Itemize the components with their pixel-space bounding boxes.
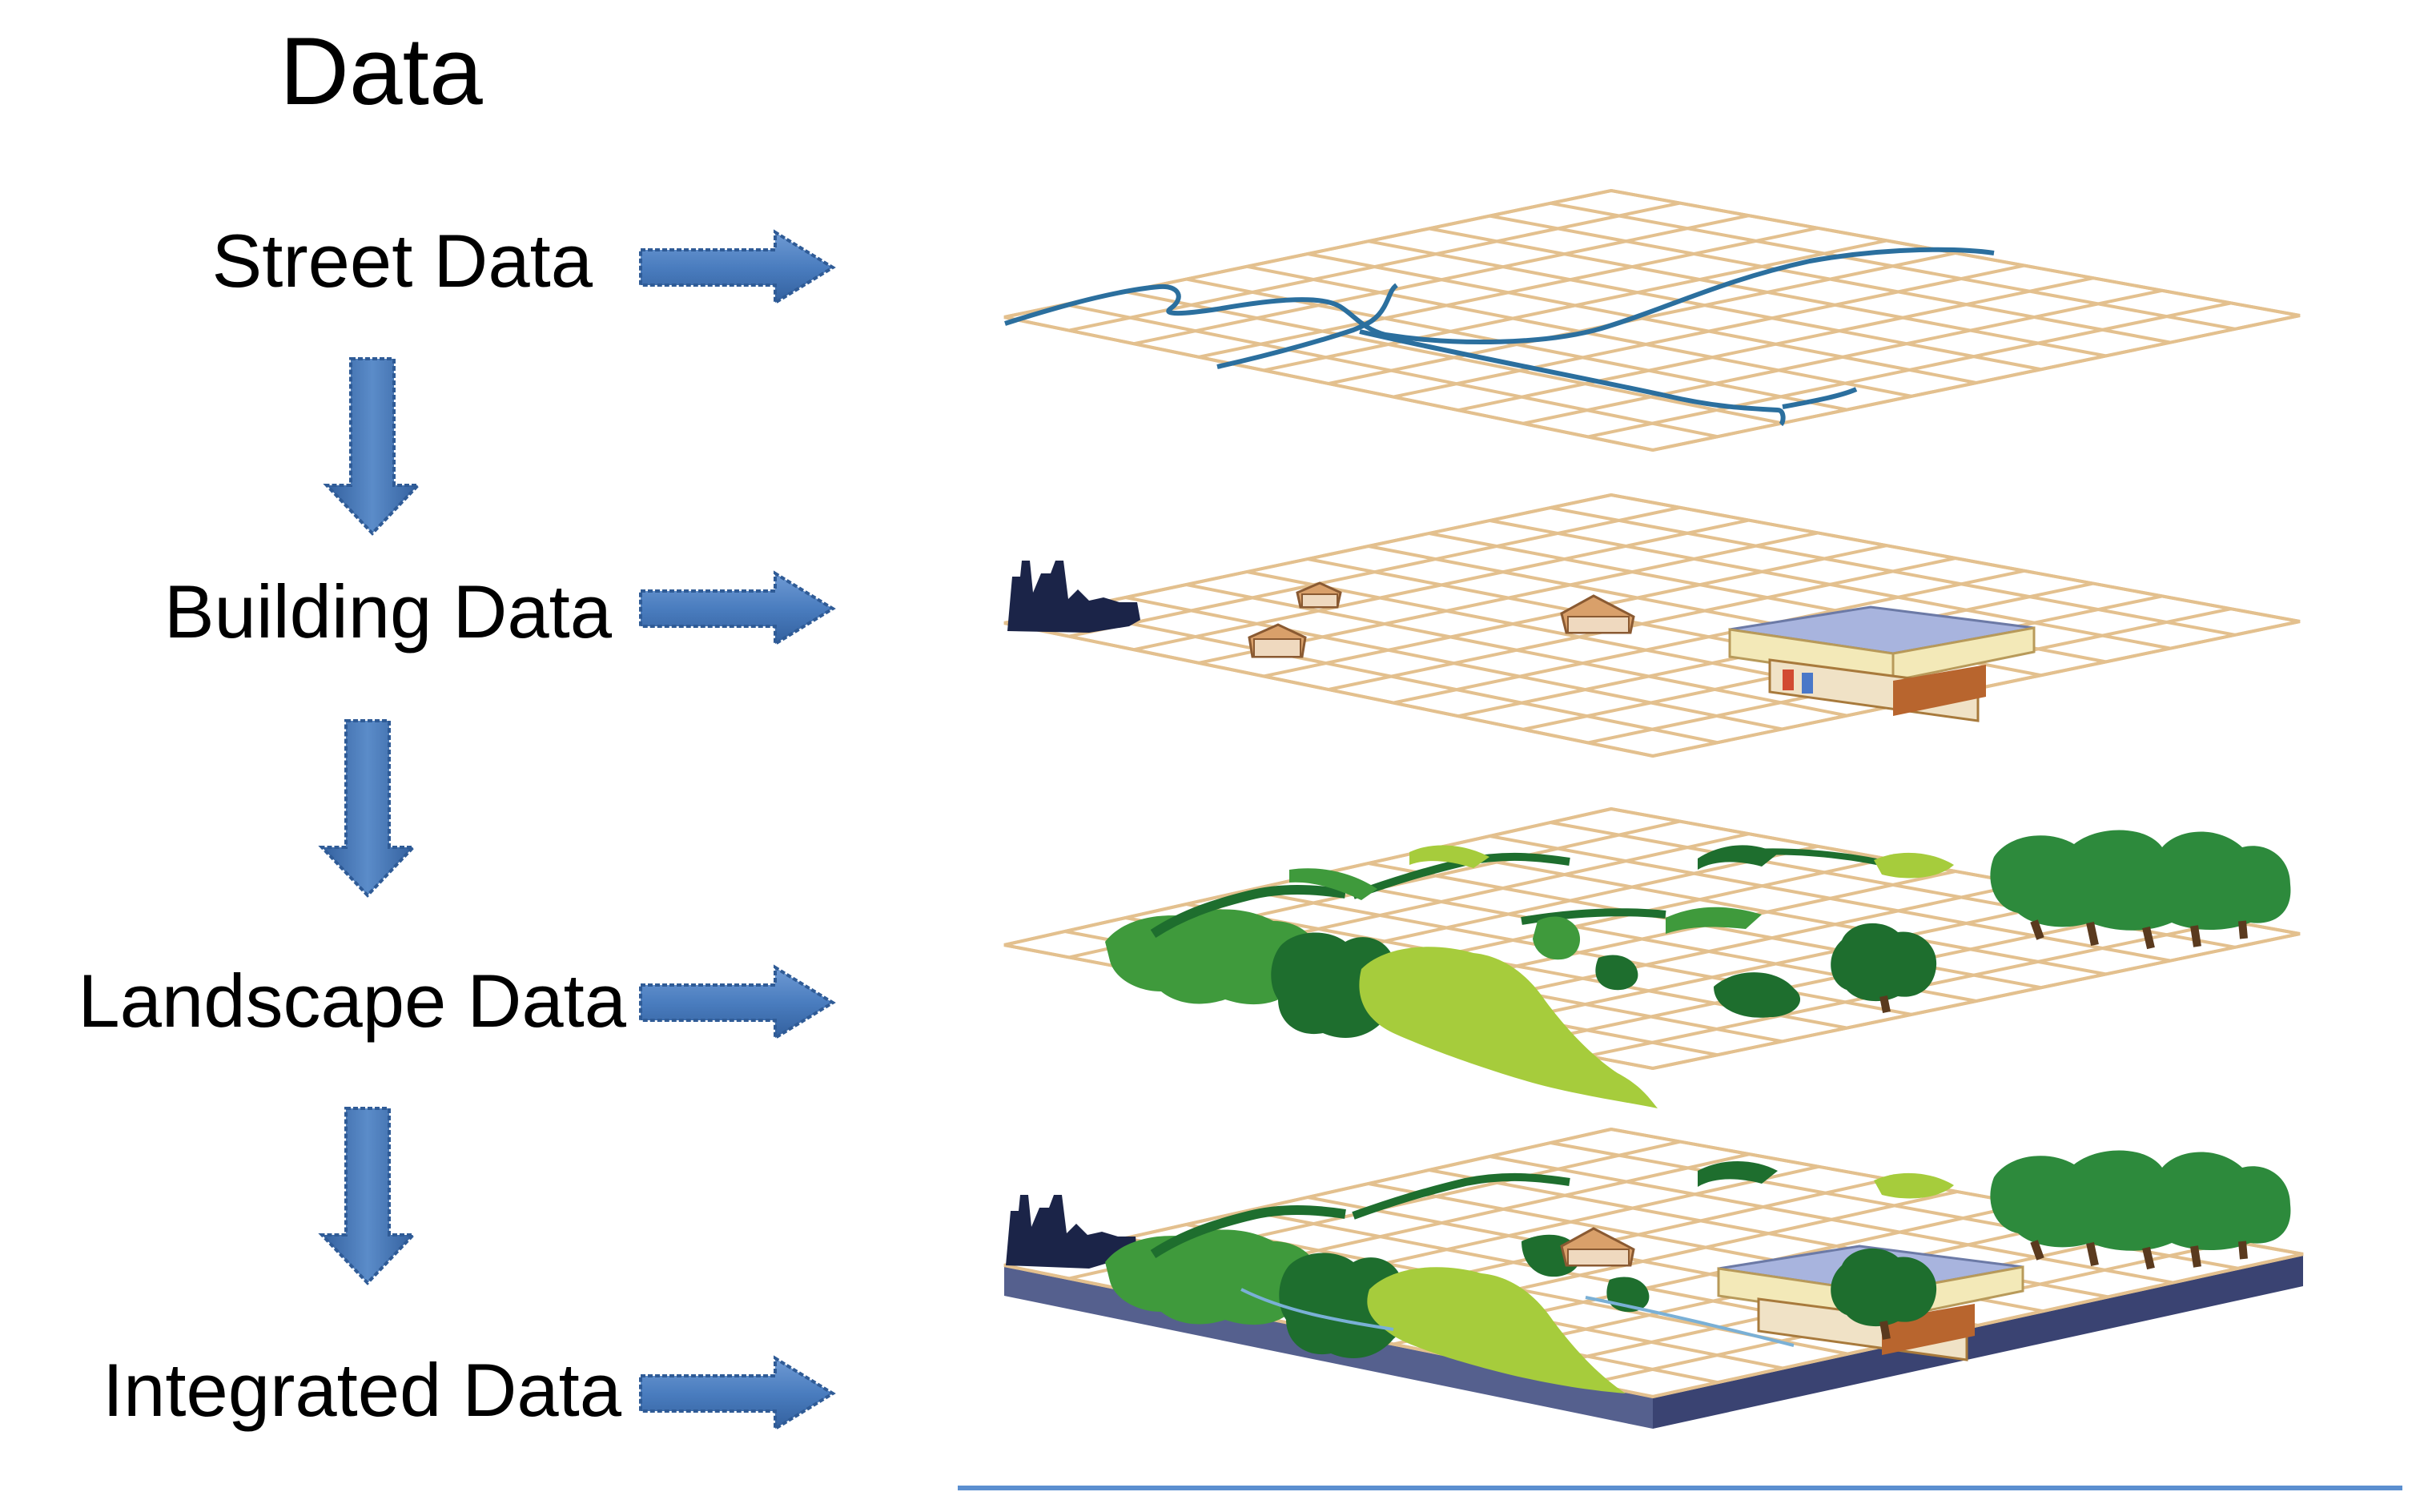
grid-line (1429, 848, 2106, 976)
grid-line (1429, 227, 2106, 358)
grid-line (1550, 506, 2236, 637)
integrated-vegetation (1105, 1161, 1954, 1393)
landscape-data-layer (1003, 806, 2301, 1108)
arrow-right-building (639, 570, 836, 647)
grid-line (1457, 276, 2094, 412)
grid-line (1522, 288, 2163, 425)
house-icon-2 (1248, 623, 1307, 658)
arrow-right-integrated (639, 1355, 836, 1432)
house-icon-1 (1296, 581, 1342, 609)
integrated-house-icon (1560, 1227, 1635, 1267)
building-data-layer (1003, 493, 2301, 758)
label-street-data: Street Data (212, 219, 593, 303)
grid-line (1610, 493, 2301, 623)
arrow-down-2 (318, 719, 417, 898)
grid-line (1489, 214, 2171, 344)
grid-line (1652, 1253, 2304, 1398)
integrated-tree-cluster-icon (1990, 1150, 2291, 1270)
diagram-title: Data (279, 18, 483, 125)
label-landscape-data: Landscape Data (78, 959, 626, 1043)
integrated-data-layer (1003, 1127, 2304, 1429)
grid-line (1393, 569, 2025, 705)
grid-line (1652, 932, 2301, 1070)
grid-line (1457, 895, 2094, 1033)
arrow-right-landscape (639, 964, 836, 1041)
grid-line (1610, 189, 2301, 317)
integrated-factory-icon (1006, 1195, 1137, 1269)
tree-icon (1831, 923, 1937, 1013)
grid-line (1587, 301, 2232, 439)
grid-line (1393, 263, 2025, 399)
grid-line (1368, 239, 2042, 372)
grid-line (1489, 1155, 2173, 1285)
street-grid (1003, 188, 2301, 452)
street-data-layer (1003, 188, 2301, 452)
grid-line (1652, 314, 2301, 452)
arrow-down-1 (323, 357, 422, 536)
label-integrated-data: Integrated Data (103, 1348, 622, 1432)
tree-cluster-icon (1990, 830, 2291, 950)
grid-line (1489, 519, 2171, 650)
large-building-icon (1728, 605, 2036, 722)
grid-line (1489, 834, 2171, 963)
street-lines (1004, 247, 1995, 427)
label-building-data: Building Data (164, 569, 613, 653)
arrow-right-street (639, 229, 836, 306)
vegetation-patches (1105, 845, 1954, 1108)
grid-line (1307, 252, 1977, 384)
arrow-down-3 (318, 1107, 417, 1285)
integrated-tree-icon (1831, 1248, 1937, 1340)
building-grid (1003, 493, 2301, 758)
house-icon-3 (1560, 594, 1635, 634)
factory-icon (1007, 561, 1140, 633)
grid-line (1550, 201, 2236, 331)
